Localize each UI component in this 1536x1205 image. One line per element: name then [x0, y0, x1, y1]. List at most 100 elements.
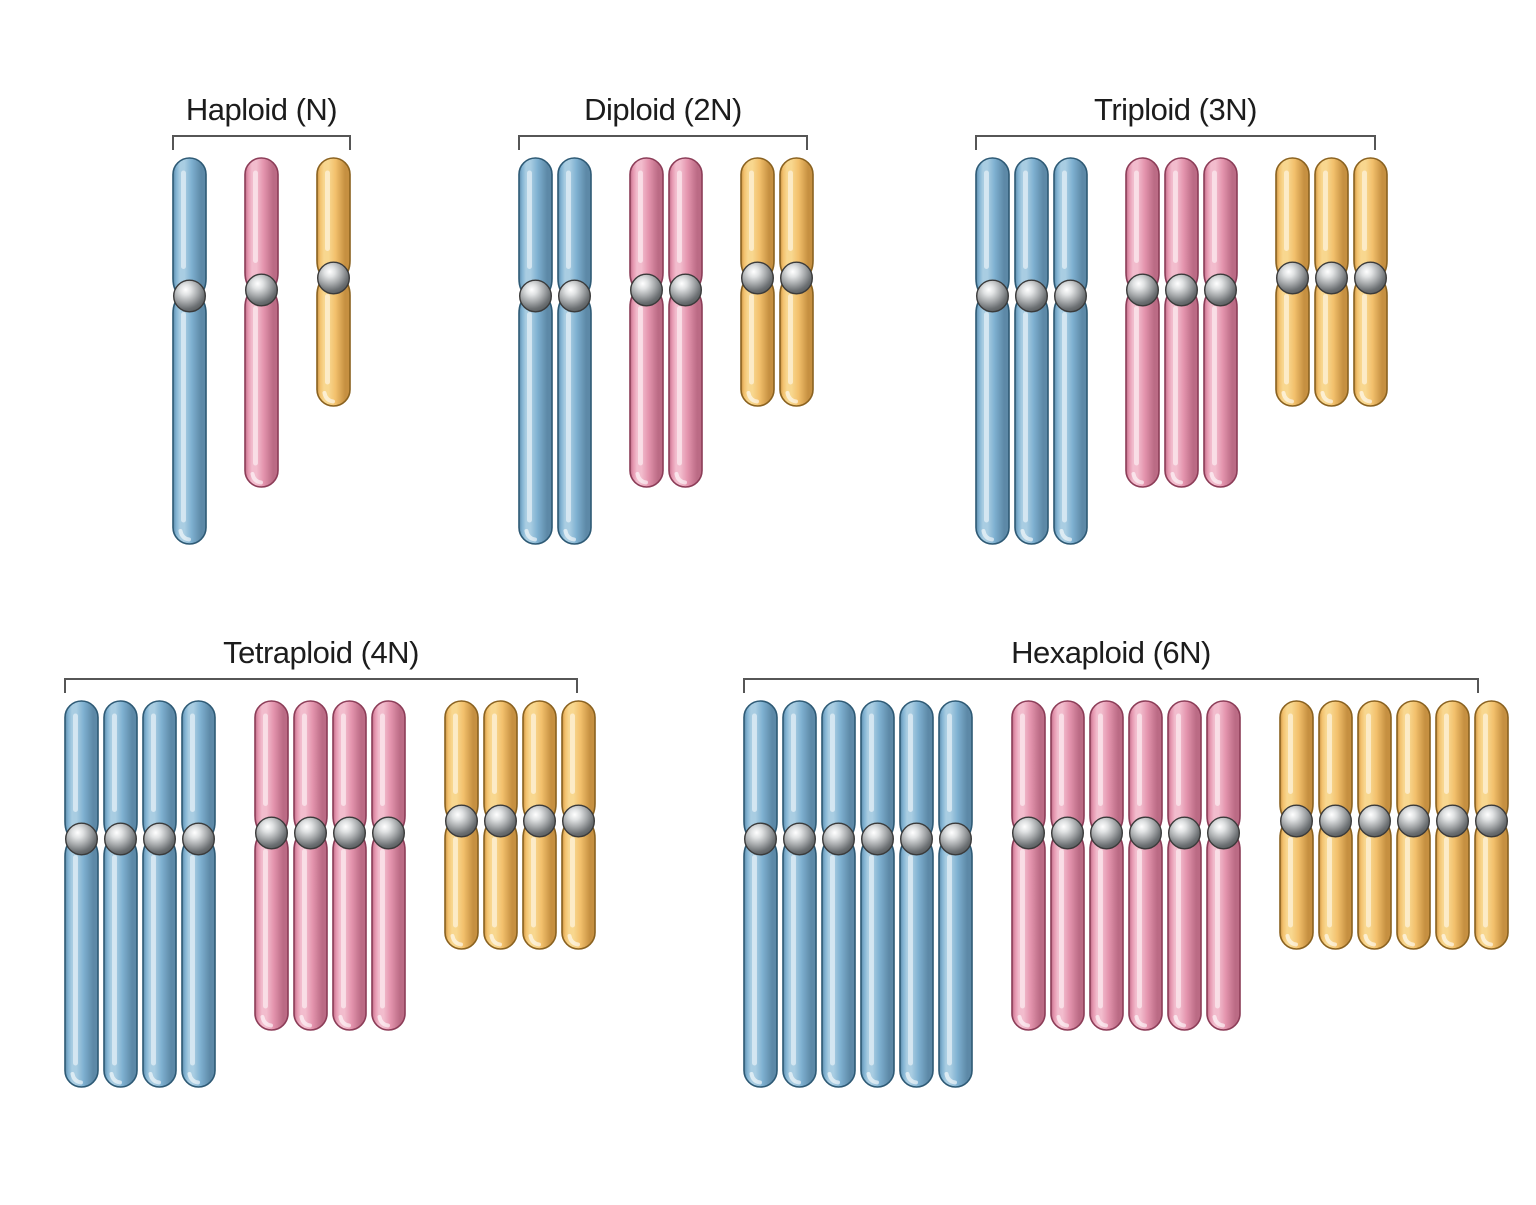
centromere	[899, 822, 934, 856]
chromosome-blue	[938, 700, 973, 1088]
centromere	[518, 279, 553, 313]
gloss-bottom-cap	[1056, 1015, 1069, 1028]
centromere	[668, 273, 703, 307]
gloss-bottom-cap	[1363, 934, 1376, 947]
chromosome-set-pink	[1125, 157, 1238, 488]
bottom-arm	[1279, 821, 1314, 950]
bottom-arm	[938, 839, 973, 1088]
gloss-bottom-cap	[563, 529, 576, 542]
chromosome-yellow	[1279, 700, 1314, 950]
chromosome-set-pink	[244, 157, 279, 488]
bottom-arm	[444, 821, 479, 950]
gloss-bottom-cap	[746, 391, 759, 404]
top-arm	[1014, 157, 1049, 296]
bottom-arm	[64, 839, 99, 1088]
gloss-bottom-cap	[187, 1072, 200, 1085]
bottom-arm	[782, 839, 817, 1088]
chromosome-blue	[142, 700, 177, 1088]
centromere	[743, 822, 778, 856]
chromosome-pink	[371, 700, 406, 1031]
gloss-bottom-cap	[1059, 529, 1072, 542]
chromosome-pink	[1167, 700, 1202, 1031]
centromere	[938, 822, 973, 856]
gloss-bottom-cap	[1017, 1015, 1030, 1028]
chromosome-blue	[743, 700, 778, 1088]
bottom-arm	[483, 821, 518, 950]
top-arm	[1164, 157, 1199, 290]
centromere	[254, 816, 289, 850]
chromosome-blue	[860, 700, 895, 1088]
bottom-arm	[103, 839, 138, 1088]
gloss-bottom-cap	[260, 1015, 273, 1028]
centromere	[1050, 816, 1085, 850]
centromere	[332, 816, 367, 850]
centromere	[1314, 261, 1349, 295]
centromere	[1474, 804, 1509, 838]
chromosome-pink	[332, 700, 367, 1031]
centromere	[629, 273, 664, 307]
group-label-triploid: Triploid (3N)	[1094, 92, 1257, 127]
chromosome-yellow	[740, 157, 775, 407]
gloss-bottom-cap	[1212, 1015, 1225, 1028]
chromosome-blue	[975, 157, 1010, 545]
bottom-arm	[1318, 821, 1353, 950]
centromere	[1125, 273, 1160, 307]
bottom-arm	[860, 839, 895, 1088]
centromere	[1435, 804, 1470, 838]
centromere	[1128, 816, 1163, 850]
gloss-bottom-cap	[299, 1015, 312, 1028]
chromosome-pink	[1206, 700, 1241, 1031]
gloss-bottom-cap	[1131, 472, 1144, 485]
chromosome-yellow	[1435, 700, 1470, 950]
bottom-arm	[522, 821, 557, 950]
chromosome-pink	[1164, 157, 1199, 488]
top-arm	[668, 157, 703, 290]
chromosome-set-blue	[172, 157, 207, 545]
centromere	[1279, 804, 1314, 838]
centromere	[1318, 804, 1353, 838]
top-arm	[518, 157, 553, 296]
bottom-arm	[371, 833, 406, 1031]
gloss-bottom-cap	[250, 472, 263, 485]
chromosome-blue	[103, 700, 138, 1088]
gloss-bottom-cap	[148, 1072, 161, 1085]
gloss-bottom-cap	[1480, 934, 1493, 947]
chromosome-blue	[64, 700, 99, 1088]
top-arm	[1167, 700, 1202, 833]
top-arm	[293, 700, 328, 833]
top-arm	[743, 700, 778, 839]
centromere	[1275, 261, 1310, 295]
chromosome-blue	[821, 700, 856, 1088]
bottom-arm	[1353, 278, 1388, 407]
top-arm	[332, 700, 367, 833]
centromere	[1014, 279, 1049, 313]
chromosome-row-tetraploid	[64, 700, 596, 1088]
chromosome-set-blue	[518, 157, 592, 545]
chromosome-set-yellow	[1275, 157, 1388, 407]
gloss-bottom-cap	[1285, 934, 1298, 947]
centromere	[1203, 273, 1238, 307]
top-arm	[371, 700, 406, 833]
chromosome-yellow	[561, 700, 596, 950]
gloss-bottom-cap	[1209, 472, 1222, 485]
gloss-bottom-cap	[322, 391, 335, 404]
gloss-bottom-cap	[905, 1072, 918, 1085]
top-arm	[938, 700, 973, 839]
top-arm	[181, 700, 216, 839]
chromosome-set-yellow	[740, 157, 814, 407]
top-arm	[1279, 700, 1314, 821]
chromosome-set-pink	[254, 700, 406, 1031]
centromere	[1089, 816, 1124, 850]
centromere	[371, 816, 406, 850]
gloss-bottom-cap	[109, 1072, 122, 1085]
top-arm	[1203, 157, 1238, 290]
centromere	[103, 822, 138, 856]
chromosome-set-blue	[64, 700, 216, 1088]
centromere	[561, 804, 596, 838]
chromosome-pink	[1125, 157, 1160, 488]
top-arm	[779, 157, 814, 278]
top-arm	[142, 700, 177, 839]
bottom-arm	[1206, 833, 1241, 1031]
centromere	[1164, 273, 1199, 307]
